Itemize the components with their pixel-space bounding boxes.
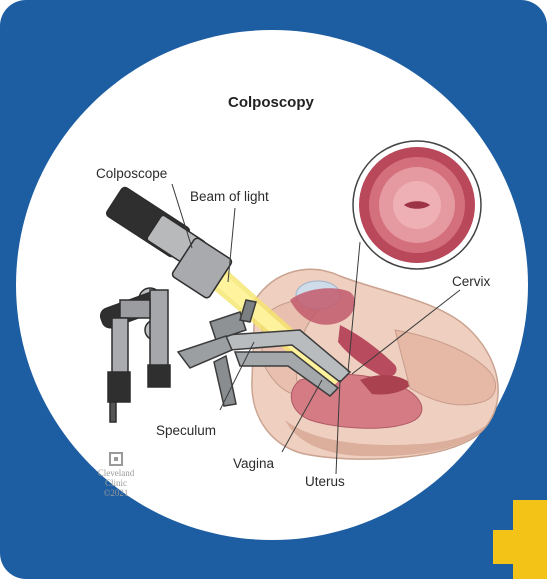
- diagram-title: Colposcopy: [228, 94, 314, 111]
- cervix-inset: [353, 141, 481, 269]
- logo-line-2: Clinic: [86, 478, 146, 488]
- label-beam-of-light: Beam of light: [190, 189, 269, 204]
- label-cervix: Cervix: [452, 274, 490, 289]
- label-colposcope: Colposcope: [96, 166, 167, 181]
- label-vagina: Vagina: [233, 456, 274, 471]
- logo-copyright: ©2021: [86, 488, 146, 498]
- logo-line-1: Cleveland: [86, 468, 146, 478]
- label-speculum: Speculum: [156, 423, 216, 438]
- cleveland-clinic-logo: Cleveland Clinic ©2021: [86, 452, 146, 498]
- clinic-logo-icon: [109, 452, 123, 466]
- label-uterus: Uterus: [305, 474, 345, 489]
